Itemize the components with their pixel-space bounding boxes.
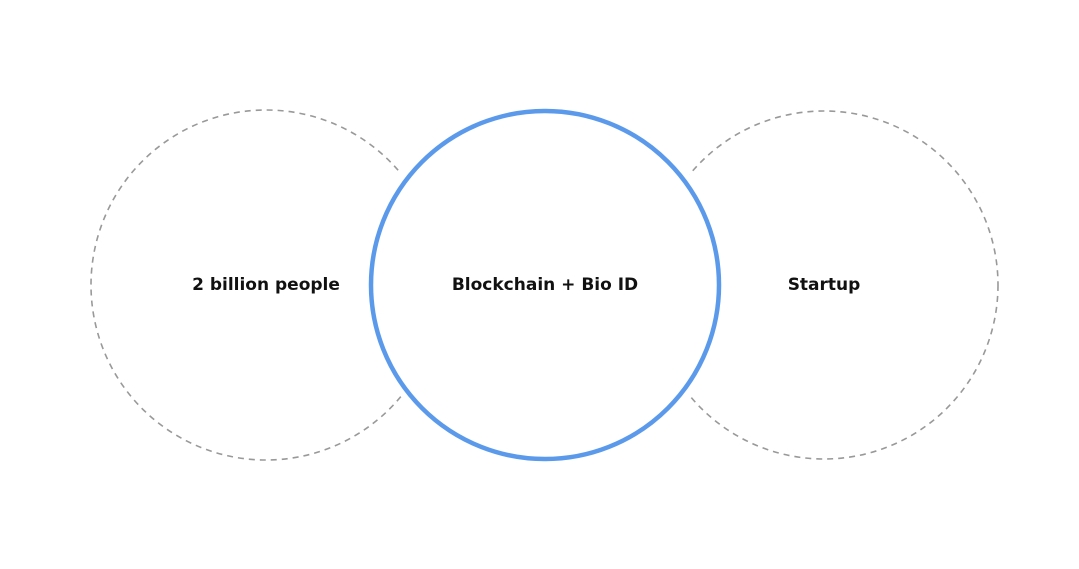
left-circle-label: 2 billion people — [192, 275, 340, 295]
right-circle-label: Startup — [787, 275, 861, 295]
center-circle-label: Blockchain + Bio ID — [451, 275, 639, 295]
center-solid-circle — [368, 108, 722, 462]
left-dashed-circle — [90, 109, 442, 461]
right-dashed-circle — [649, 110, 999, 460]
